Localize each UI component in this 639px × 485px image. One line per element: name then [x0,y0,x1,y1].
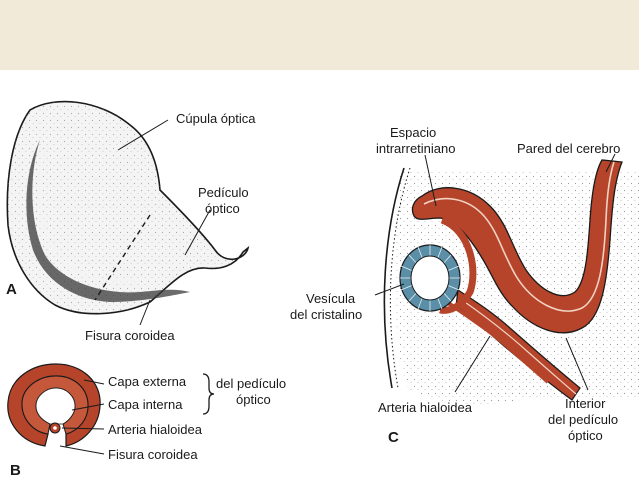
label-stalk-interior-2: del pedículo [548,412,618,427]
panel-letter-c: C [388,429,399,446]
label-hyaloid-artery-b: Arteria hialoidea [108,422,203,437]
label-outer-layer: Capa externa [108,374,187,389]
panel-c: Espacio intrarretiniano Pared del cerebr… [290,125,639,446]
label-lens-vesicle-2: del cristalino [290,307,362,322]
label-optic-cup: Cúpula óptica [176,111,256,126]
label-intraretinal-1: Espacio [390,125,436,140]
label-choroid-fissure-a: Fisura coroidea [85,328,175,343]
label-stalk-2: óptico [236,392,271,407]
panel-a: Cúpula óptica Pedículo óptico Fisura cor… [6,100,256,343]
label-brain-wall: Pared del cerebro [517,141,620,156]
label-optic-stalk-2: óptico [205,201,240,216]
label-lens-vesicle-1: Vesícula [306,291,356,306]
label-stalk-interior-1: Interior [565,396,606,411]
header-band [0,0,639,70]
panel-letter-a: A [6,281,17,298]
panel-b: Capa externa Capa interna del pedículo ó… [7,363,286,479]
label-choroid-fissure-b: Fisura coroidea [108,447,198,462]
panel-letter-b: B [10,462,21,479]
label-intraretinal-2: intrarretiniano [376,141,456,156]
label-hyaloid-artery-c: Arteria hialoidea [378,400,473,415]
embryology-figure: Cúpula óptica Pedículo óptico Fisura cor… [0,70,639,480]
surface-ectoderm [383,167,405,389]
label-optic-stalk-1: Pedículo [198,185,249,200]
label-inner-layer: Capa interna [108,397,183,412]
label-stalk-1: del pedículo [216,376,286,391]
label-stalk-interior-3: óptico [568,428,603,443]
